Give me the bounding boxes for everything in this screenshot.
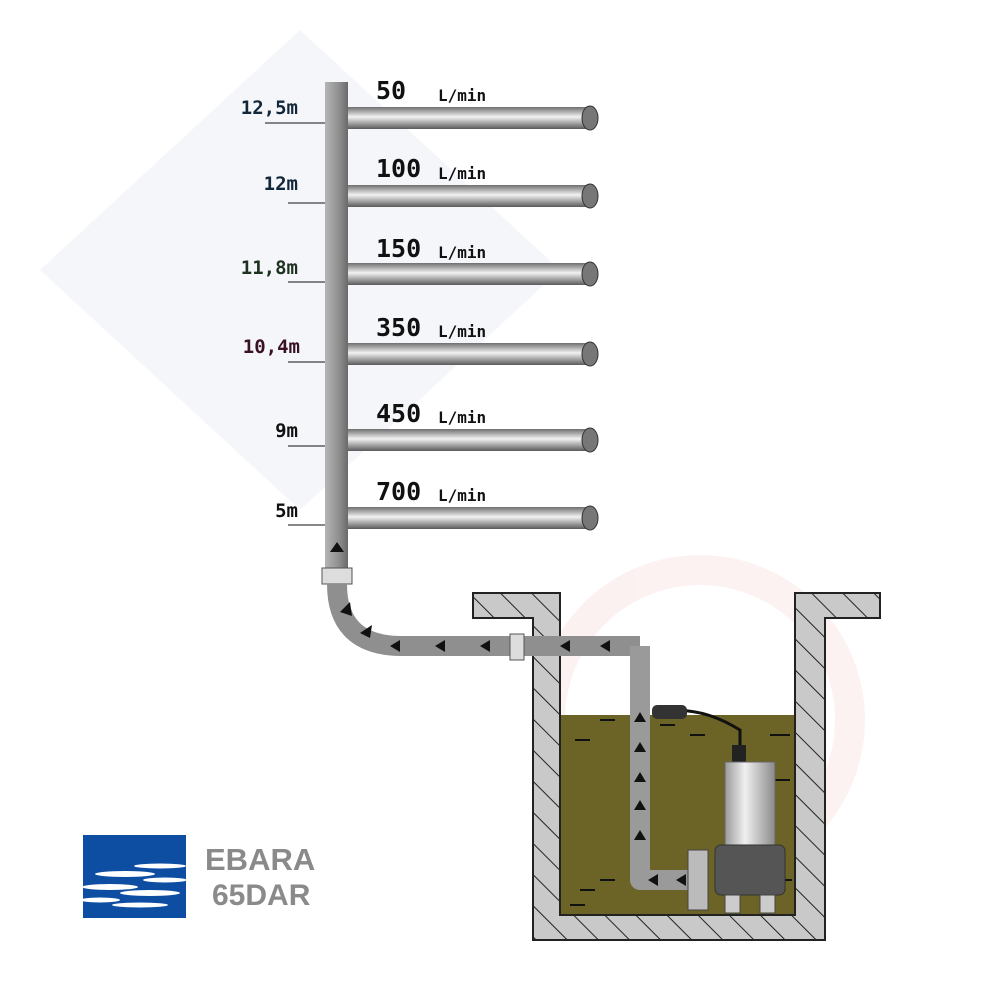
branch-row: 5m 700 L/min xyxy=(275,477,599,531)
pipe-coupling xyxy=(321,567,353,585)
flow-unit: L/min xyxy=(438,86,486,105)
submersible-pump xyxy=(652,705,786,914)
tank-wall xyxy=(472,592,881,941)
branch-row: 10,4m 350 L/min xyxy=(243,313,599,367)
flow-value: 150 xyxy=(376,234,421,263)
height-label: 10,4m xyxy=(243,336,300,358)
pipe-union xyxy=(509,633,525,661)
branch-row: 11,8m 150 L/min xyxy=(241,234,599,287)
flow-unit: L/min xyxy=(438,486,486,505)
flow-unit: L/min xyxy=(438,322,486,341)
flow-value: 700 xyxy=(376,477,421,506)
flow-value: 350 xyxy=(376,313,421,342)
brand-name: EBARA xyxy=(205,842,315,877)
height-label: 11,8m xyxy=(241,257,298,279)
flow-value: 450 xyxy=(376,399,421,428)
riser-pipe xyxy=(325,82,348,572)
flow-value: 100 xyxy=(376,154,421,183)
branch-row: 12m 100 L/min xyxy=(264,154,599,209)
ebara-logo: EBARA 65DAR xyxy=(80,835,315,918)
branch-row: 12,5m 50 L/min xyxy=(241,76,599,131)
branch-row: 9m 450 L/min xyxy=(275,399,599,453)
height-label: 12m xyxy=(264,173,298,195)
height-label: 9m xyxy=(275,420,298,442)
flow-unit: L/min xyxy=(438,243,486,262)
float-switch xyxy=(652,705,687,719)
model-name: 65DAR xyxy=(212,879,311,912)
height-label: 5m xyxy=(275,500,298,522)
flow-value: 50 xyxy=(376,76,406,105)
flow-unit: L/min xyxy=(438,164,486,183)
flow-unit: L/min xyxy=(438,408,486,427)
height-label: 12,5m xyxy=(241,97,298,119)
flow-arrows xyxy=(330,542,686,886)
